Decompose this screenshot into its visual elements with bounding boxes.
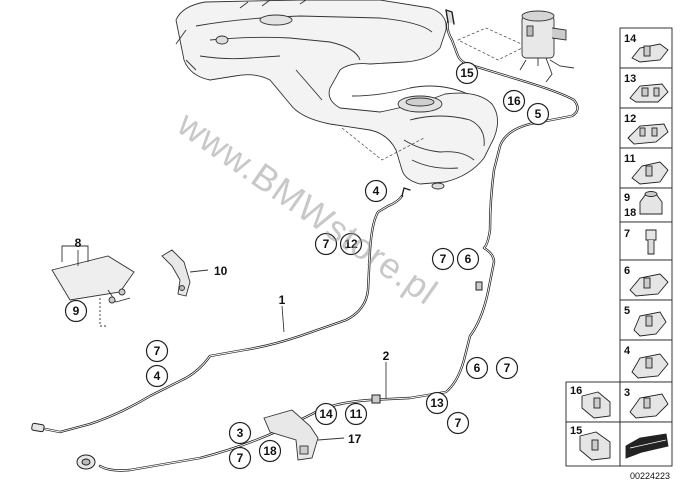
part-box-14: 14 <box>619 27 673 69</box>
svg-text:6: 6 <box>624 265 630 277</box>
callout-5: 5 <box>526 102 550 126</box>
part-box-15: 15 <box>565 421 621 467</box>
svg-text:5: 5 <box>535 107 542 121</box>
svg-text:7: 7 <box>323 237 330 251</box>
callout-13: 13 <box>425 391 449 415</box>
callout-4-left: 4 <box>145 364 169 388</box>
callout-6-a: 6 <box>456 247 480 271</box>
svg-text:15: 15 <box>570 425 582 437</box>
svg-text:11: 11 <box>624 153 636 165</box>
heat-shield-bracket <box>51 245 135 327</box>
callout-11: 11 <box>344 402 368 426</box>
carbon-canister <box>519 10 575 83</box>
svg-text:6: 6 <box>465 252 472 266</box>
callout-6-b: 6 <box>465 356 489 380</box>
part-box-7: 7 <box>619 221 673 261</box>
svg-text:6: 6 <box>474 361 481 375</box>
svg-text:9: 9 <box>73 304 80 318</box>
callout-16: 16 <box>502 89 526 113</box>
part-box-9-18: 9 18 <box>619 187 673 223</box>
svg-text:7: 7 <box>154 344 161 358</box>
label-1: 1 <box>279 293 286 307</box>
callouts: 15 16 5 4 7 12 7 6 9 7 4 6 7 14 11 13 7 … <box>64 61 550 470</box>
svg-text:14: 14 <box>624 33 637 45</box>
tank-leader-lines <box>341 27 527 161</box>
diagram-code: 00224223 <box>630 471 670 481</box>
label-2: 2 <box>383 349 390 363</box>
svg-text:13: 13 <box>430 396 444 410</box>
part-box-6: 6 <box>619 259 673 301</box>
retaining-clip-10 <box>161 249 209 297</box>
svg-text:16: 16 <box>507 94 521 108</box>
parts-panel: 14 13 12 11 9 18 <box>565 27 673 467</box>
svg-text:4: 4 <box>373 184 380 198</box>
callout-7-e: 7 <box>446 411 470 435</box>
part-box-3: 3 <box>619 381 673 423</box>
part-box-4: 4 <box>619 339 673 383</box>
fuel-tank-illustration <box>175 0 498 190</box>
svg-text:18: 18 <box>624 207 636 219</box>
svg-text:5: 5 <box>624 305 630 317</box>
arrow-icon <box>625 433 669 459</box>
callout-3: 3 <box>228 421 252 445</box>
callout-15: 15 <box>455 61 479 85</box>
part-box-5: 5 <box>619 299 673 341</box>
svg-text:12: 12 <box>624 113 636 125</box>
svg-text:3: 3 <box>624 387 630 399</box>
svg-text:7: 7 <box>237 451 244 465</box>
part-box-13: 13 <box>619 67 673 109</box>
callout-9: 9 <box>64 299 88 323</box>
callout-7-f: 7 <box>228 446 252 470</box>
fuel-pipes <box>38 9 579 472</box>
part-box-16: 16 <box>565 381 621 423</box>
callout-14: 14 <box>314 402 338 426</box>
part-labels <box>77 250 387 398</box>
svg-text:12: 12 <box>344 237 358 251</box>
svg-text:3: 3 <box>237 426 244 440</box>
svg-text:11: 11 <box>350 407 363 421</box>
part-box-12: 12 <box>619 107 673 149</box>
callout-4-top: 4 <box>364 179 388 203</box>
callout-7-d: 7 <box>495 356 519 380</box>
svg-text:9: 9 <box>624 192 630 204</box>
callout-7-b: 7 <box>431 247 455 271</box>
svg-text:15: 15 <box>460 66 474 80</box>
bracket-17 <box>263 409 345 461</box>
svg-text:4: 4 <box>154 369 161 383</box>
callout-18: 18 <box>258 439 282 463</box>
label-17: 17 <box>348 432 362 446</box>
svg-text:7: 7 <box>455 416 462 430</box>
svg-text:14: 14 <box>319 407 333 421</box>
part-box-11: 11 <box>619 147 673 189</box>
callout-7-c: 7 <box>145 339 169 363</box>
label-10: 10 <box>214 264 228 278</box>
line-end-fittings <box>31 281 483 470</box>
callout-7-a: 7 <box>314 232 338 256</box>
label-8: 8 <box>75 236 82 250</box>
svg-text:7: 7 <box>440 252 447 266</box>
svg-text:7: 7 <box>504 361 511 375</box>
svg-text:13: 13 <box>624 73 636 85</box>
callout-12: 12 <box>339 232 363 256</box>
direction-arrow-box <box>619 421 673 467</box>
svg-text:4: 4 <box>624 345 631 357</box>
svg-text:16: 16 <box>570 385 582 397</box>
svg-text:7: 7 <box>624 228 630 240</box>
svg-text:18: 18 <box>263 444 277 458</box>
